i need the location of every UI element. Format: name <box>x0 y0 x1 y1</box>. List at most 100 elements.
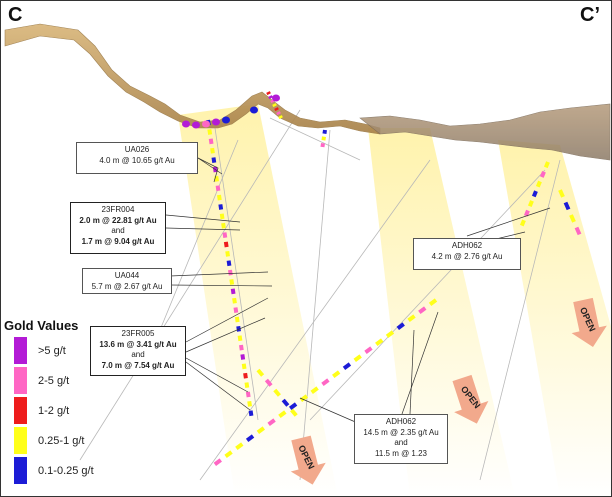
assay-interval <box>299 394 309 403</box>
assay-interval <box>519 219 526 227</box>
callout-interval: 13.6 m @ 3.41 g/t Au <box>99 339 177 349</box>
legend-label: 2-5 g/t <box>38 375 70 387</box>
surface-sample <box>192 121 200 129</box>
assay-interval <box>211 157 217 163</box>
topography-ribbon-right <box>359 103 611 161</box>
assay-interval <box>322 129 327 134</box>
callout-hole-id: UA026 <box>124 145 150 154</box>
callout-interval: 5.7 m @ 2.67 g/t Au <box>91 281 163 291</box>
assay-interval <box>396 322 405 331</box>
mineralized-zone-1 <box>178 104 338 497</box>
callout-adh062-lower: ADH062 14.5 m @ 2.35 g/t Au and 11.5 m @… <box>354 414 448 464</box>
surface-sample <box>250 106 258 114</box>
legend-label: 0.25-1 g/t <box>38 435 85 447</box>
assay-interval <box>353 354 362 363</box>
assay-interval <box>523 209 530 217</box>
assay-interval <box>321 136 326 141</box>
assay-interval <box>243 372 248 379</box>
callout-interval: 4.0 m @ 10.65 g/t Au <box>99 155 175 165</box>
assay-interval <box>218 204 224 210</box>
open-arrow-2: OPEN <box>571 297 607 347</box>
open-arrow-1: OPEN <box>452 374 489 424</box>
callout-interval: 1.7 m @ 9.04 g/t Au <box>81 236 155 246</box>
callout-adh062-upper: ADH062 4.2 m @ 2.76 g/t Au <box>413 238 521 270</box>
callout-ua044: UA044 5.7 m @ 2.67 g/t Au <box>82 268 172 294</box>
callout-hole-id: 23FR005 <box>121 329 155 338</box>
assay-interval <box>531 190 538 198</box>
assay-interval <box>428 298 438 307</box>
surface-sample <box>182 120 190 128</box>
assay-interval <box>332 370 341 379</box>
surface-sample <box>272 94 280 102</box>
assay-interval <box>270 99 275 104</box>
assay-interval <box>215 185 221 192</box>
gold-values-legend: Gold Values >5 g/t 2-5 g/t 1-2 g/t 0.25-… <box>2 318 102 487</box>
legend-item: 0.25-1 g/t <box>2 427 102 457</box>
legend-swatch <box>14 337 27 364</box>
assay-interval <box>563 201 571 211</box>
legend-label: 1-2 g/t <box>38 405 70 417</box>
assay-interval <box>233 307 239 313</box>
section-label-right: C’ <box>580 4 600 26</box>
assay-interval <box>245 391 251 398</box>
assay-interval <box>273 388 281 397</box>
legend-swatch <box>14 367 27 394</box>
assay-interval <box>224 450 233 459</box>
assay-interval <box>228 269 233 276</box>
callout-and: and <box>111 226 125 235</box>
callout-ua026: UA026 4.0 m @ 10.65 g/t Au <box>76 142 198 174</box>
legend-swatch <box>14 427 27 454</box>
assay-interval <box>245 434 255 443</box>
legend-swatch <box>14 457 27 484</box>
assay-interval <box>364 346 373 355</box>
open-arrows: OPEN OPEN OPEN <box>290 297 607 485</box>
legend-title: Gold Values <box>4 318 79 333</box>
assay-interval <box>274 107 279 112</box>
assay-interval <box>288 402 298 411</box>
legend-item: 1-2 g/t <box>2 397 102 427</box>
assay-interval <box>256 368 265 377</box>
assay-interval <box>221 222 226 229</box>
assay-interval <box>235 442 244 451</box>
assay-interval <box>310 386 319 395</box>
assay-interval <box>272 103 277 108</box>
assay-interval <box>217 194 222 201</box>
assay-interval <box>569 214 576 223</box>
drill-trace <box>309 169 546 421</box>
assay-interval <box>234 316 240 323</box>
assay-interval <box>223 241 229 248</box>
legend-label: >5 g/t <box>38 345 66 357</box>
assay-interval <box>574 226 582 236</box>
legend-label: 0.1-0.25 g/t <box>38 465 94 477</box>
assay-interval <box>342 362 352 371</box>
mineralized-zone-3 <box>498 140 612 497</box>
surface-sample <box>212 118 220 126</box>
assay-interval <box>278 115 283 120</box>
assay-interval <box>222 232 228 238</box>
assay-interval <box>236 325 241 332</box>
assay-interval <box>268 95 273 100</box>
assay-interval <box>385 330 395 339</box>
assay-interval <box>278 410 287 419</box>
callout-leaders <box>165 157 551 425</box>
assay-interval <box>276 111 281 116</box>
assay-interval <box>237 335 243 342</box>
assay-interval <box>543 161 550 169</box>
assay-interval <box>239 344 244 351</box>
assay-interval <box>219 213 225 220</box>
callout-and: and <box>394 438 408 447</box>
section-label-left: C <box>8 4 23 26</box>
assay-interval <box>264 378 273 387</box>
assay-intervals <box>182 91 582 467</box>
callout-23fr005: 23FR005 13.6 m @ 3.41 g/t Au and 7.0 m @… <box>90 326 186 376</box>
assay-interval <box>290 408 298 417</box>
assay-interval <box>229 279 235 285</box>
callout-hole-id: ADH062 <box>385 417 417 426</box>
drill-trace <box>299 129 331 481</box>
surface-sample <box>202 120 210 128</box>
assay-interval <box>281 398 290 407</box>
callout-23fr004: 23FR004 2.0 m @ 22.81 g/t Au and 1.7 m @… <box>70 202 166 254</box>
callout-interval: 7.0 m @ 7.54 g/t Au <box>101 360 175 370</box>
